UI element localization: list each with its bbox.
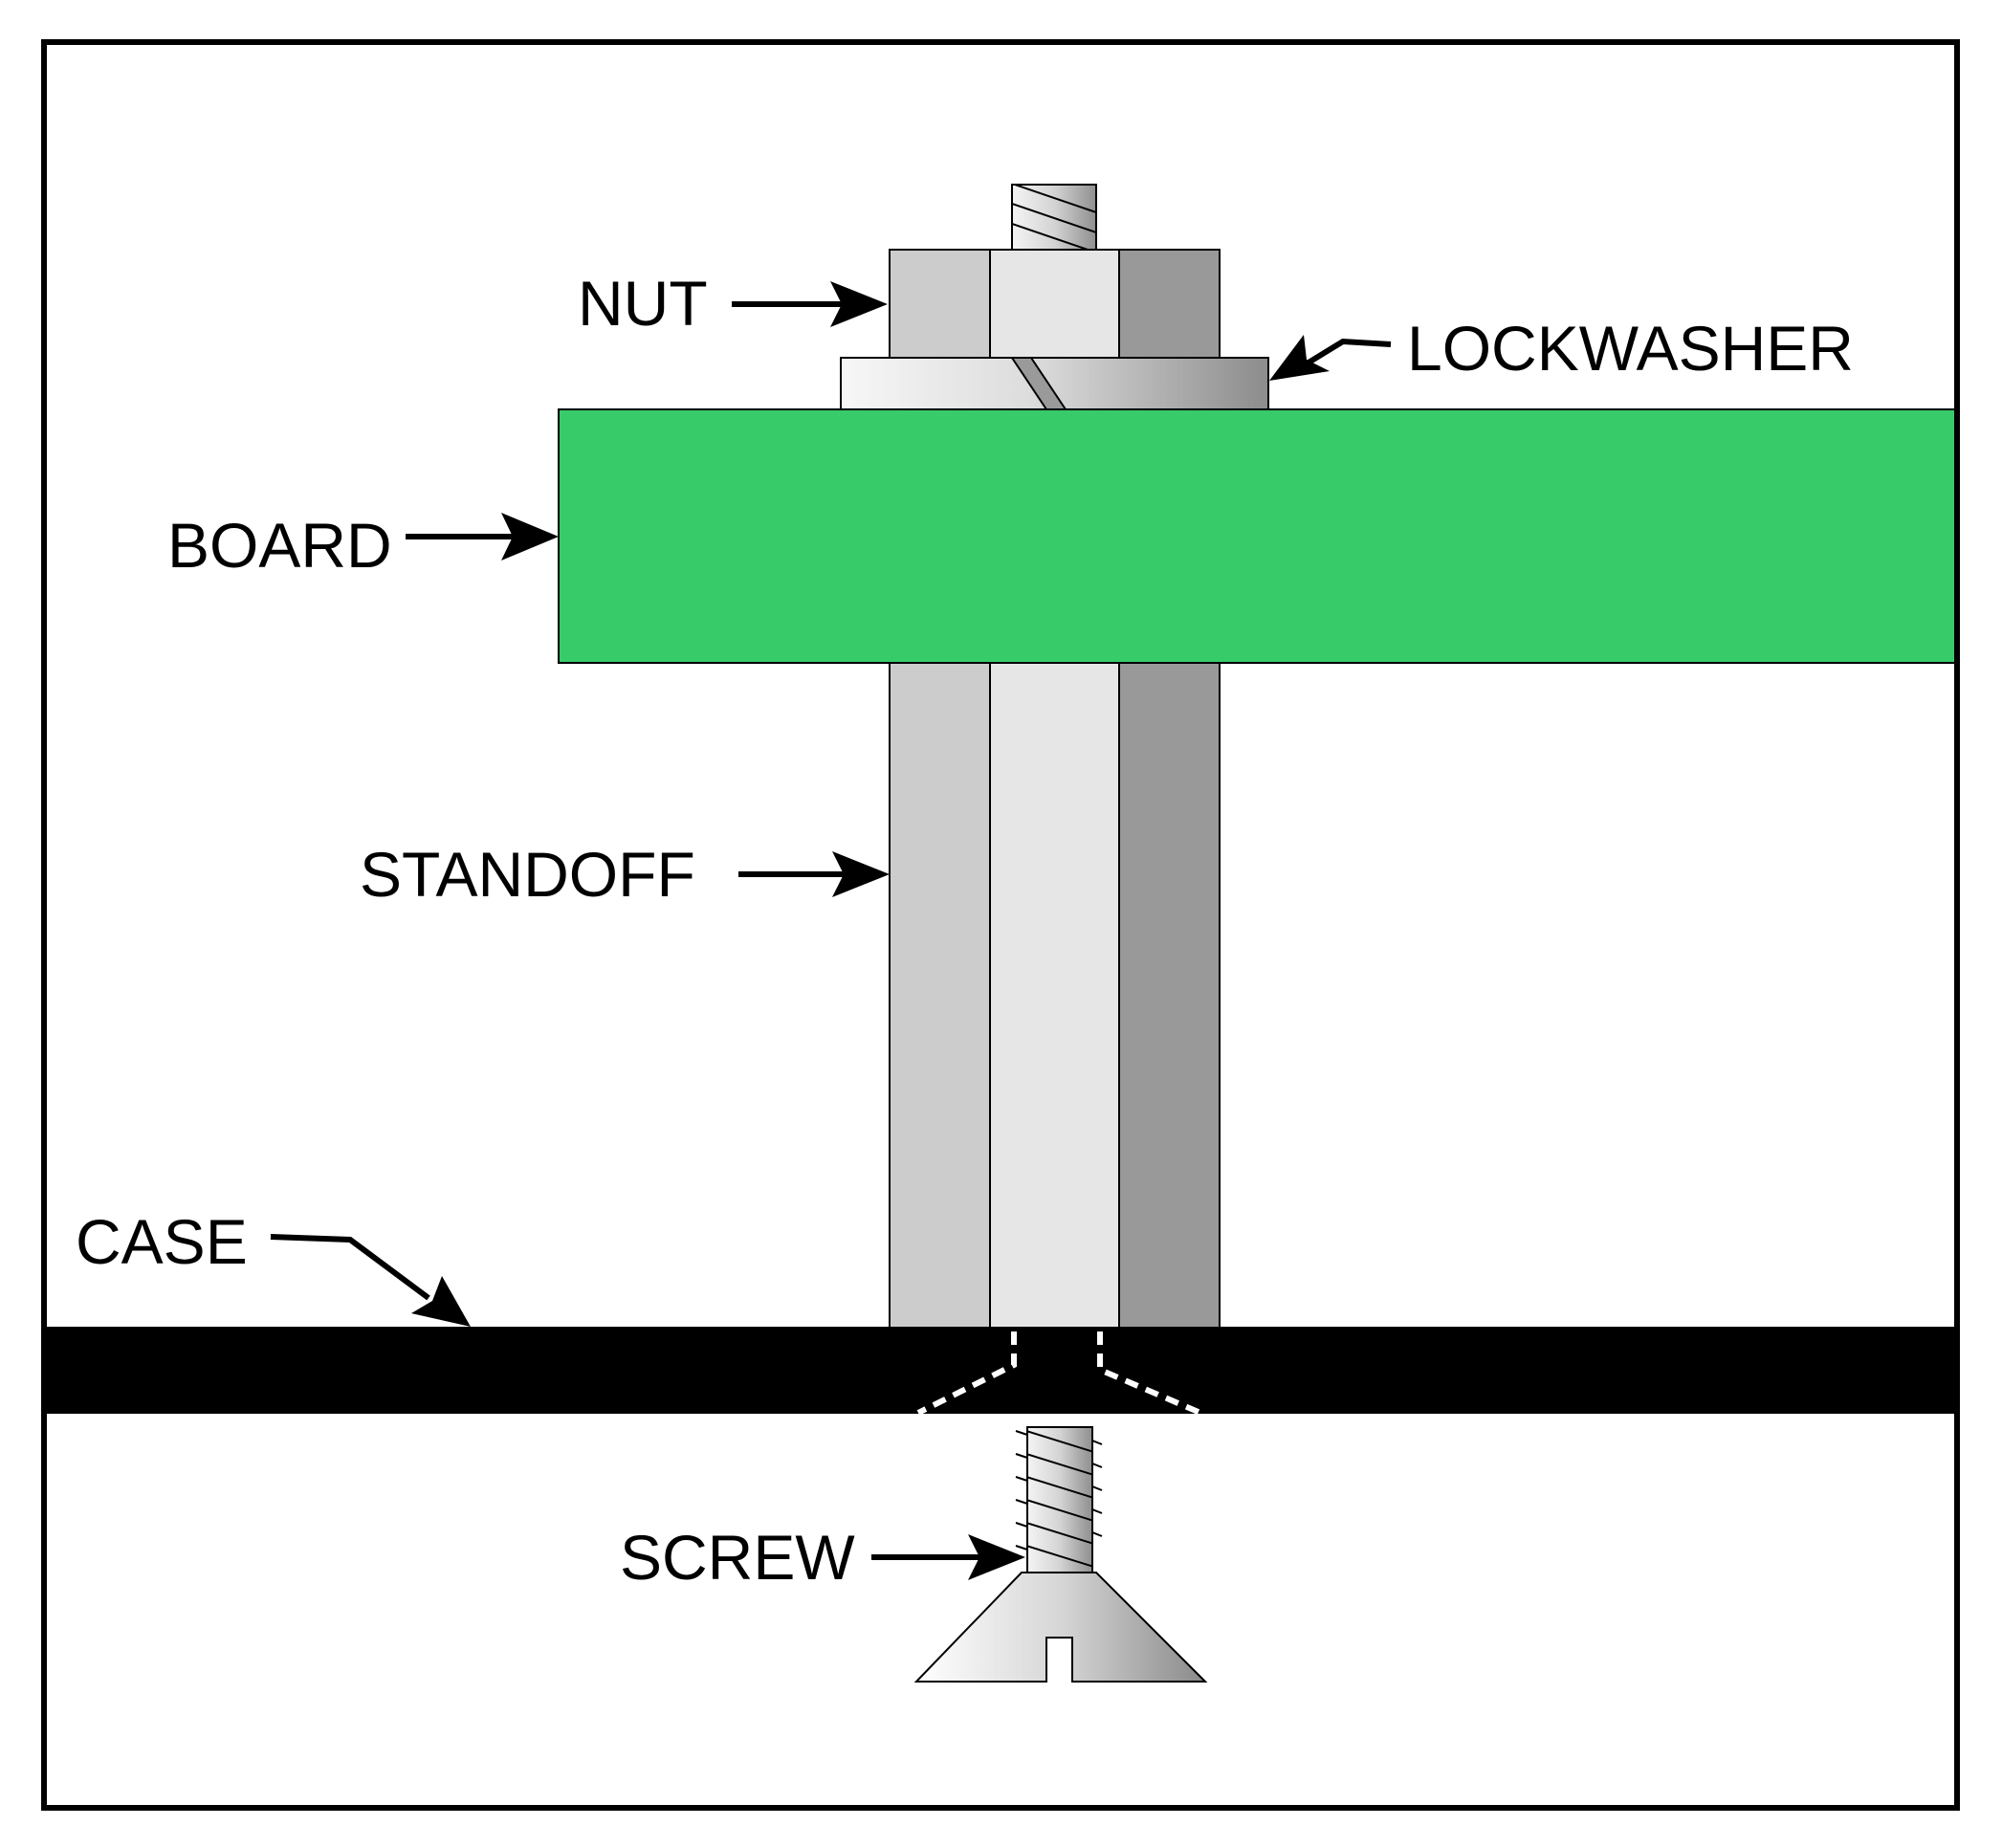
case-arrow (270, 1234, 471, 1327)
arrows (270, 281, 1392, 1580)
screw-arrow (871, 1534, 1025, 1580)
standoff (889, 661, 1221, 1329)
lockwasher-arrow (1269, 335, 1392, 381)
label-standoff: STANDOFF (360, 839, 695, 910)
label-board: BOARD (167, 510, 392, 581)
label-lockwasher: LOCKWASHER (1407, 313, 1854, 384)
board (558, 408, 1956, 664)
label-case: CASE (76, 1206, 248, 1277)
board-arrow (406, 513, 559, 561)
nut-arrow (732, 281, 888, 327)
standoff-arrow (738, 851, 890, 897)
screw-head (913, 1572, 1208, 1683)
case-hole-dashes (916, 1331, 1202, 1416)
screw (913, 1426, 1208, 1683)
top-thread (1011, 184, 1097, 251)
label-nut: NUT (578, 268, 708, 339)
label-screw: SCREW (620, 1522, 855, 1593)
lockwasher (840, 357, 1269, 410)
nut (889, 249, 1221, 359)
